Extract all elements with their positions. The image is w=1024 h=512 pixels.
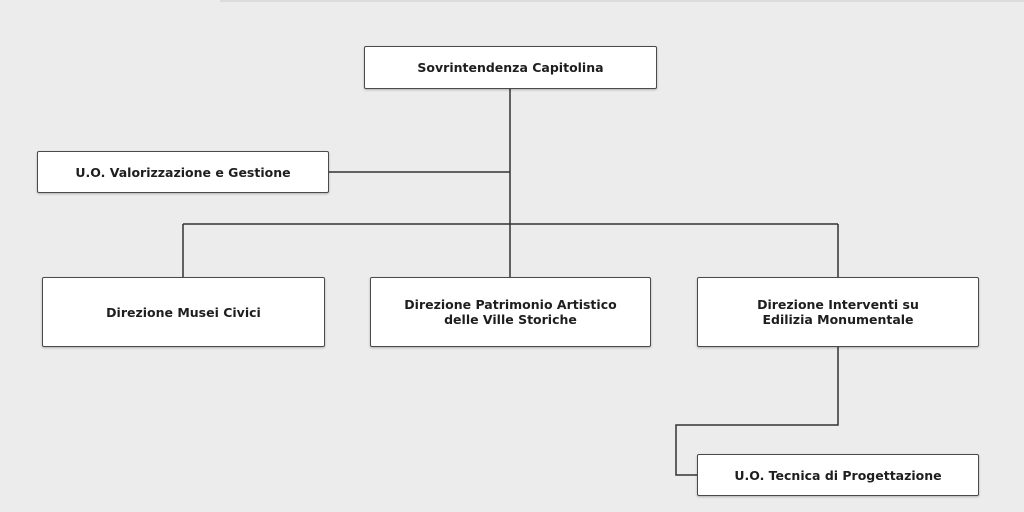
node-label: Direzione Patrimonio Artistico delle Vil… <box>404 297 617 327</box>
node-label: U.O. Valorizzazione e Gestione <box>75 164 291 180</box>
top-divider <box>220 0 1024 2</box>
node-label: Direzione Interventi su Edilizia Monumen… <box>757 297 919 327</box>
node-direzione-interventi-edilizia: Direzione Interventi su Edilizia Monumen… <box>697 277 979 347</box>
node-label: Direzione Musei Civici <box>106 304 261 320</box>
node-label: U.O. Tecnica di Progettazione <box>734 467 942 483</box>
node-direzione-musei-civici: Direzione Musei Civici <box>42 277 325 347</box>
node-sovrintendenza-capitolina: Sovrintendenza Capitolina <box>364 46 657 89</box>
node-direzione-patrimonio-artistico: Direzione Patrimonio Artistico delle Vil… <box>370 277 651 347</box>
node-label: Sovrintendenza Capitolina <box>417 60 604 75</box>
node-uo-tecnica-progettazione: U.O. Tecnica di Progettazione <box>697 454 979 496</box>
node-uo-valorizzazione-gestione: U.O. Valorizzazione e Gestione <box>37 151 329 193</box>
connector-sub-unit <box>675 347 839 476</box>
